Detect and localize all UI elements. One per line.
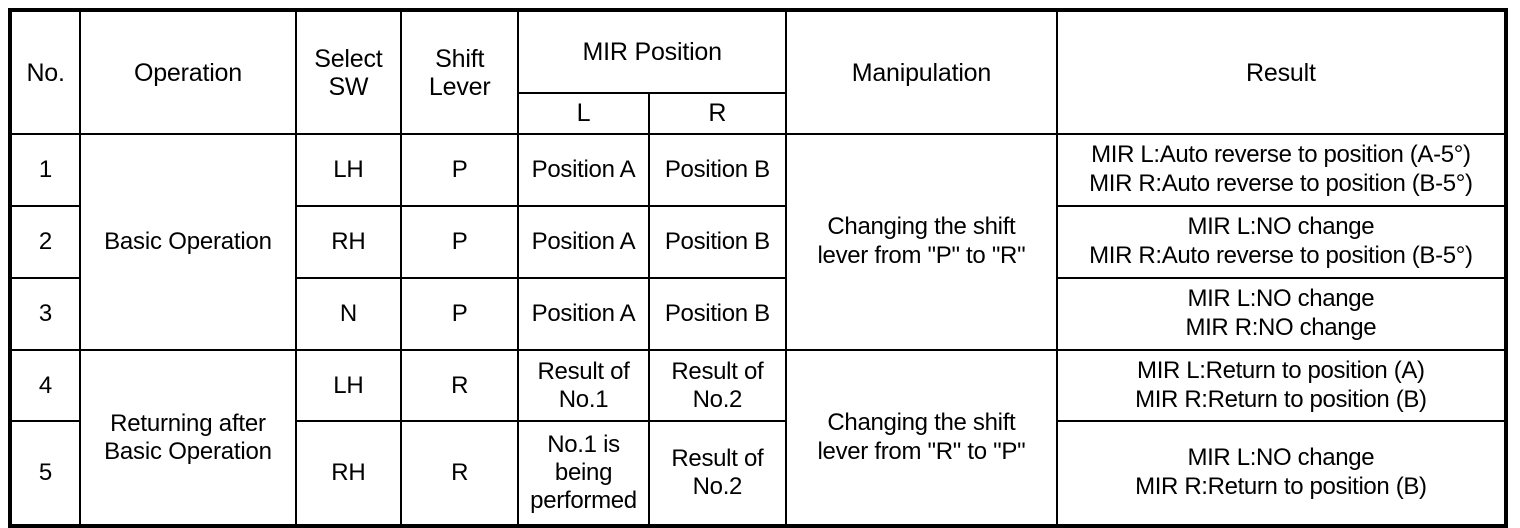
table-row: 4 Returning after Basic Operation LH R R… [8,349,1508,527]
table-body: 1 Basic Operation LH P Position A Positi… [8,133,1508,527]
group-returning-line2: Basic Operation [104,437,272,465]
header-shift-lever-line1: Shift [435,44,485,73]
header-manipulation: Manipulation [785,9,1058,135]
manipulation-r-to-p-line2: lever from "R" to "P" [817,437,1026,465]
row-5-result: MIR L:NO change MIR R:Return to position… [1055,420,1508,527]
row-5-mir-r-line2: No.2 [692,473,743,500]
table-header: No. Operation Select SW Shift Lever MIR … [8,9,1508,135]
row-4-shift-lever: R [400,349,520,422]
row-3-mir-r: Position B [647,277,788,351]
header-result: Result [1055,9,1508,135]
row-2-shift-lever: P [400,205,520,279]
header-shift-lever-line2: Lever [428,72,491,101]
row-5-mir-l-line2: being [554,459,613,487]
row-2-select-sw: RH [294,205,403,279]
row-5-mir-r: Result of No.2 [647,420,788,527]
row-1-select-sw: LH [294,133,403,207]
row-4-result: MIR L:Return to position (A) MIR R:Retur… [1055,349,1508,422]
row-5-mir-l-line1: No.1 is [547,431,620,459]
row-5-mir-l: No.1 is being performed [517,420,650,527]
header-no: No. [8,9,82,135]
header-operation: Operation [79,9,297,135]
row-2-no: 2 [8,205,82,279]
row-1-no: 1 [8,133,82,207]
row-4-mir-l-line2: No.1 [558,385,609,413]
row-4-select-sw: LH [294,349,403,422]
row-5-no: 5 [8,420,82,527]
group-returning-after-basic-operation: Returning after Basic Operation [79,349,297,527]
row-1-result-line2: MIR R:Auto reverse to position (B-5°) [1089,170,1473,197]
group-returning-line1: Returning after [110,409,266,437]
row-2-result-line2: MIR R:Auto reverse to position (B-5°) [1089,242,1473,269]
table-sheet: No. Operation Select SW Shift Lever MIR … [8,8,1508,528]
header-subrow: L R [10,92,1506,135]
row-5-result-line2: MIR R:Return to position (B) [1135,473,1427,500]
manipulation-p-to-r: Changing the shift lever from "P" to "R" [785,133,1058,351]
row-2-result: MIR L:NO change MIR R:Auto reverse to po… [1055,205,1508,279]
row-3-no: 3 [8,277,82,351]
header-mir-l: L [517,92,650,135]
header-row: No. Operation Select SW Shift Lever MIR … [8,9,1508,135]
header-select-sw-line1: Select [314,44,383,73]
header-mir-r: R [647,92,788,135]
manipulation-p-to-r-line1: Changing the shift [827,213,1016,241]
row-1-mir-r: Position B [647,133,788,207]
manipulation-p-to-r-line2: lever from "P" to "R" [817,242,1026,269]
mir-operation-spec-table: No. Operation Select SW Shift Lever MIR … [8,8,1508,528]
table-row: 1 Basic Operation LH P Position A Positi… [8,133,1508,351]
row-4-mir-r-line1: Result of [671,357,764,385]
row-4-mir-r: Result of No.2 [647,349,788,422]
row-5-select-sw: RH [294,420,403,527]
header-select-sw: Select SW [294,9,403,135]
row-3-result-line2: MIR R:NO change [1185,314,1377,341]
row-2-mir-l: Position A [517,205,650,279]
row-2-mir-r: Position B [647,205,788,279]
row-2-result-line1: MIR L:NO change [1187,213,1375,241]
row-5-shift-lever: R [400,420,520,527]
row-4-mir-r-line2: No.2 [692,385,743,413]
table-row: 2 RH P Position A Position B MIR L:NO ch… [8,205,1508,279]
header-select-sw-line2: SW [328,72,369,101]
row-3-select-sw: N [294,277,403,351]
row-4-mir-l-line1: Result of [537,357,630,385]
manipulation-r-to-p: Changing the shift lever from "R" to "P" [785,349,1058,527]
row-1-result: MIR L:Auto reverse to position (A-5°) MI… [1055,133,1508,207]
group-basic-operation: Basic Operation [79,133,297,351]
header-shift-lever: Shift Lever [400,9,520,135]
row-3-result-line1: MIR L:NO change [1187,285,1375,313]
row-3-mir-l: Position A [517,277,650,351]
manipulation-r-to-p-line1: Changing the shift [827,408,1016,436]
row-1-mir-l: Position A [517,133,650,207]
row-3-result: MIR L:NO change MIR R:NO change [1055,277,1508,351]
row-1-shift-lever: P [400,133,520,207]
row-4-no: 4 [8,349,82,422]
row-1-result-line1: MIR L:Auto reverse to position (A-5°) [1091,141,1471,169]
row-3-shift-lever: P [400,277,520,351]
row-5-mir-r-line1: Result of [671,445,764,473]
row-5-mir-l-line3: performed [530,486,637,514]
row-4-result-line1: MIR L:Return to position (A) [1137,356,1425,384]
row-5-result-line1: MIR L:NO change [1187,444,1375,472]
row-4-result-line2: MIR R:Return to position (B) [1135,385,1427,413]
header-mir-position: MIR Position [517,9,788,94]
row-4-mir-l: Result of No.1 [517,349,650,422]
table-row: 3 N P Position A Position B MIR L:NO cha… [8,277,1508,351]
